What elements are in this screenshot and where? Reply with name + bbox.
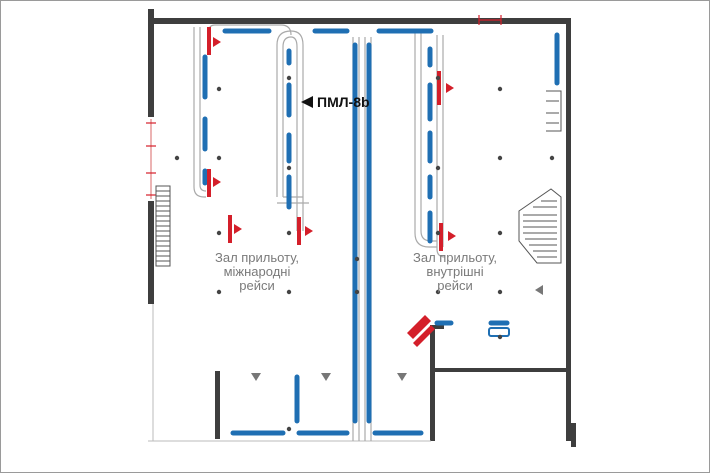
hall-international-line1: Зал прильоту, bbox=[214, 250, 300, 265]
gate-right-top bbox=[437, 71, 441, 105]
top-wall bbox=[148, 18, 566, 24]
room-wall-left bbox=[430, 325, 435, 441]
room-wall-mid bbox=[435, 368, 566, 372]
gate-top-left bbox=[207, 27, 211, 55]
gate-arrow-5 bbox=[446, 83, 454, 93]
hall-label-domestic: Зал прильоту, внутрішні рейси bbox=[395, 251, 515, 293]
hall-domestic-line2: внутрішні bbox=[426, 264, 484, 279]
gate-arrow-2 bbox=[213, 177, 221, 187]
gate-right-low bbox=[439, 223, 443, 251]
gate-diagonal-2 bbox=[413, 325, 435, 347]
pointer-arrow-icon bbox=[301, 96, 313, 108]
walls bbox=[148, 9, 576, 447]
direction-markers bbox=[251, 285, 543, 381]
hall-international-line3: рейси bbox=[239, 278, 275, 293]
hall-domestic-line1: Зал прильоту, bbox=[412, 250, 498, 265]
left-wall-lower bbox=[148, 201, 154, 304]
gate-arrow-4 bbox=[305, 226, 313, 236]
gate-arrow-3 bbox=[234, 224, 242, 234]
door-markers bbox=[146, 15, 502, 199]
gate-mid-1 bbox=[228, 215, 232, 243]
hall-international-line2: міжнародні bbox=[223, 264, 291, 279]
left-wall-upper bbox=[148, 9, 154, 117]
gate-diagonal bbox=[407, 315, 431, 339]
stairs-left bbox=[155, 185, 171, 267]
room-wall-top bbox=[430, 325, 444, 329]
pillars bbox=[174, 75, 555, 432]
gate-arrow-1 bbox=[213, 37, 221, 47]
building-outline bbox=[148, 304, 431, 442]
gate-arrow-6 bbox=[448, 231, 456, 241]
gate-mid-2 bbox=[297, 217, 301, 245]
right-wall-base bbox=[571, 423, 576, 447]
baggage-belts bbox=[202, 28, 560, 436]
belt-caps bbox=[488, 327, 510, 337]
gates bbox=[207, 27, 456, 347]
kiosk-wall-left bbox=[215, 371, 220, 439]
belt-marker-label: ПМЛ-8b bbox=[301, 94, 370, 110]
gate-left-low bbox=[207, 169, 211, 197]
stairs-right bbox=[518, 188, 562, 264]
marker-text: ПМЛ-8b bbox=[317, 94, 370, 110]
right-wall bbox=[566, 18, 571, 441]
hall-label-international: Зал прильоту, міжнародні рейси bbox=[197, 251, 317, 293]
lift-block bbox=[546, 90, 562, 132]
hall-domestic-line3: рейси bbox=[437, 278, 473, 293]
